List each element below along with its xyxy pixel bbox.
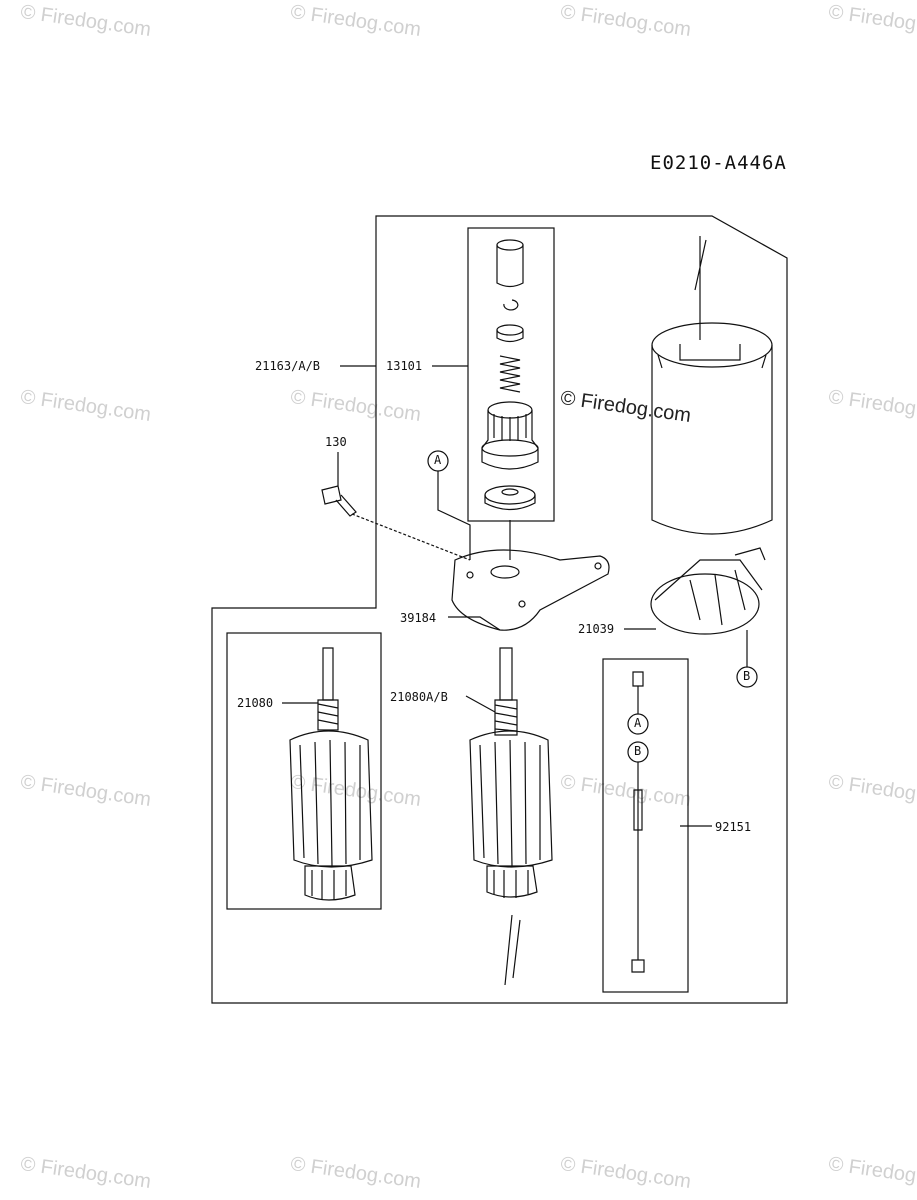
leader-21080ab <box>465 695 496 713</box>
ref-line-a-bracket <box>437 471 471 560</box>
pinion-spring <box>499 355 521 393</box>
callout-130: 130 <box>325 435 347 449</box>
pinion-gear <box>481 401 539 470</box>
ref-mark-b-bolt: B <box>634 744 642 758</box>
callout-13101: 13101 <box>386 359 423 373</box>
armature-21080 <box>289 647 373 901</box>
ref-mark-a-bolt: A <box>634 716 642 730</box>
armature-21080ab <box>469 647 553 986</box>
callout-21039: 21039 <box>578 622 615 636</box>
yoke <box>651 236 773 535</box>
pinion-cap <box>496 239 524 288</box>
collar <box>496 324 524 343</box>
box-13101 <box>467 227 555 522</box>
bolt-130 <box>321 485 357 517</box>
callout-21080: 21080 <box>237 696 274 710</box>
brush-holder <box>650 547 766 635</box>
callout-21080ab: 21080A/B <box>390 690 448 704</box>
bracket <box>451 549 610 631</box>
ref-mark-b-brush: B <box>743 669 751 683</box>
callout-92151: 92151 <box>715 820 752 834</box>
leader-39184 <box>448 616 501 631</box>
box-92151 <box>602 658 689 993</box>
ref-circle-b-bolt <box>627 741 649 763</box>
box-21080 <box>226 632 382 910</box>
outer-frame <box>211 215 788 1004</box>
callout-21163: 21163/A/B <box>255 359 321 373</box>
diagram-code: E0210-A446A <box>650 152 787 174</box>
ref-circle-a-bolt <box>627 713 649 735</box>
snap-ring <box>503 299 519 311</box>
callout-39184: 39184 <box>400 611 437 625</box>
bolt-leader <box>351 513 471 561</box>
through-bolt <box>631 671 645 973</box>
stop-washer <box>484 485 536 511</box>
ref-mark-a-bracket: A <box>434 453 442 467</box>
